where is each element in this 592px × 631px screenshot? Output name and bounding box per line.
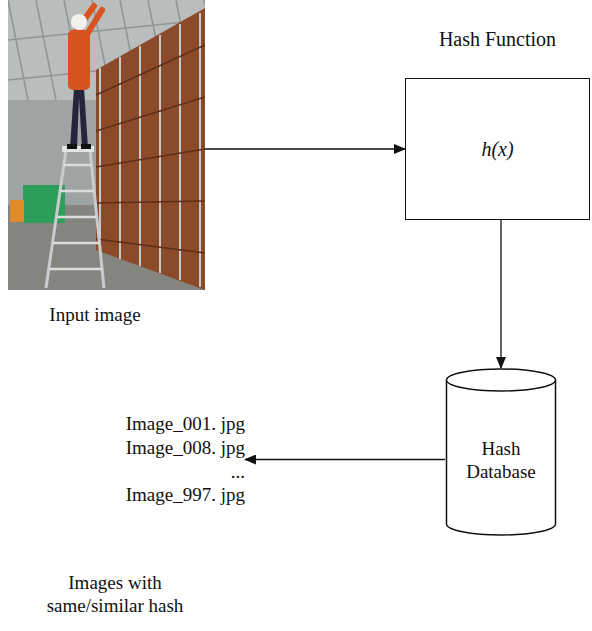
file-name: Image_997. jpg (60, 483, 245, 507)
file-name: Image_001. jpg (60, 412, 245, 436)
arrow-connector (500, 220, 501, 368)
function-label: h(x) (481, 137, 513, 161)
image-caption: Input image (20, 304, 170, 327)
input-photo: Input image (8, 0, 205, 290)
database-label: Hash Database (453, 420, 549, 484)
arrow-connector (205, 148, 405, 149)
file-name: Image_008. jpg (60, 436, 245, 460)
list-caption: Images with same/similar hash (30, 572, 200, 618)
box-heading: Hash Function (396, 27, 592, 51)
process-box: Hash Functionh(x) (405, 78, 590, 220)
photo-illustration (8, 0, 205, 290)
file-name: ... (60, 460, 245, 484)
result-list: Image_001. jpgImage_008. jpg...Image_997… (60, 412, 245, 507)
arrow-connector (245, 459, 445, 460)
database-node: Hash Database (445, 368, 557, 536)
